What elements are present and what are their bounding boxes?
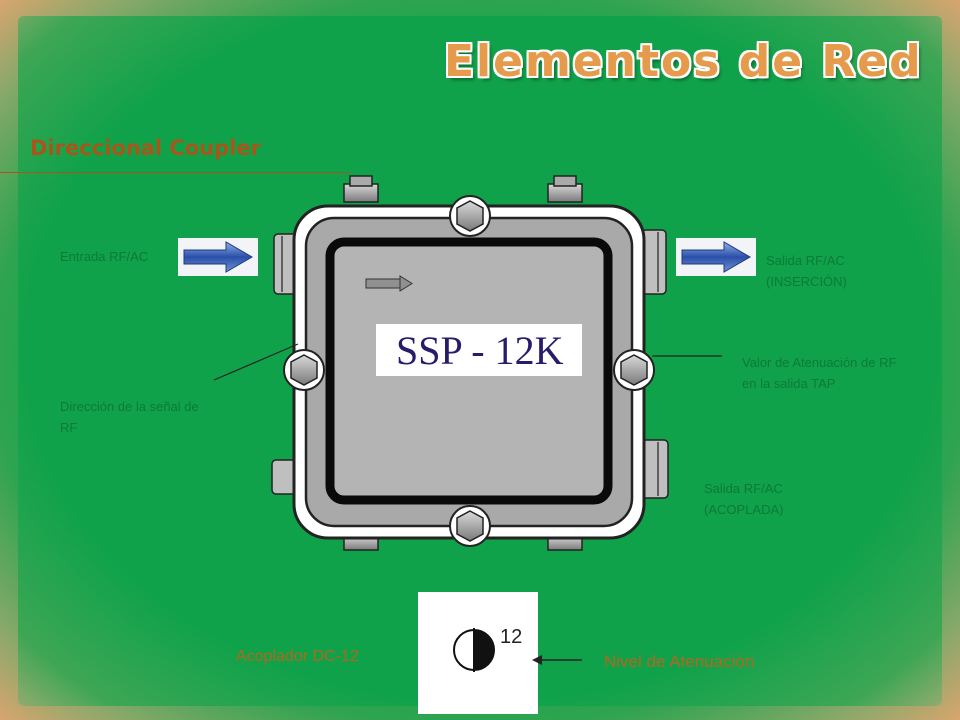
input-arrow-icon xyxy=(183,241,254,273)
screw-bottom-icon xyxy=(449,505,491,547)
attenuation-level-label: Nivel de Atenuación xyxy=(604,652,755,671)
label-salida-insercion-line1: Salida RF/AC xyxy=(766,253,845,268)
label-salida-insercion-line2: (INSERCIÓN) xyxy=(766,274,847,289)
half-circle-icon xyxy=(453,628,495,672)
screw-right-icon xyxy=(613,349,655,391)
label-salida-insercion: Salida RF/AC (INSERCIÓN) xyxy=(766,250,847,292)
label-direccion-line1: Dirección de la señal de xyxy=(60,399,199,414)
leader-direccion xyxy=(213,343,299,381)
attenuation-card: 12 xyxy=(418,592,538,714)
left-input-port-icon xyxy=(273,233,299,295)
screw-left-icon xyxy=(283,349,325,391)
slide-subtitle: Direccional Coupler xyxy=(30,136,261,160)
model-label-box xyxy=(376,324,582,376)
right-tap-port-icon xyxy=(641,439,669,499)
label-salida-acoplada: Salida RF/AC (ACOPLADA) xyxy=(704,478,783,520)
signal-direction-arrow-icon xyxy=(365,275,413,292)
label-salida-acoplada-line2: (ACOPLADA) xyxy=(704,502,784,517)
subtitle-underline xyxy=(0,172,350,173)
slide-title: Elementos de Red xyxy=(444,36,923,87)
right-output-port-icon xyxy=(641,229,667,295)
screw-top-icon xyxy=(449,195,491,237)
model-label: SSP - 12K xyxy=(396,328,564,373)
label-valor-atenuacion: Valor de Atenuación de RF en la salida T… xyxy=(742,352,896,394)
attenuation-pointer-arrow-icon xyxy=(532,655,582,665)
label-salida-acoplada-line1: Salida RF/AC xyxy=(704,481,783,496)
label-entrada: Entrada RF/AC xyxy=(60,249,149,264)
label-valor-atenuacion-line2: en la salida TAP xyxy=(742,376,836,391)
top-right-bolt-icon xyxy=(547,175,583,203)
attenuation-symbol-value: 12 xyxy=(500,626,523,648)
coupler-name: Acoplador DC-12 xyxy=(236,648,359,665)
output-arrow-icon xyxy=(681,241,752,273)
label-direccion-line2: RF xyxy=(60,420,78,435)
label-valor-atenuacion-line1: Valor de Atenuación de RF xyxy=(742,355,897,370)
top-left-bolt-icon xyxy=(343,175,379,203)
label-direccion: Dirección de la señal de RF xyxy=(60,396,199,438)
